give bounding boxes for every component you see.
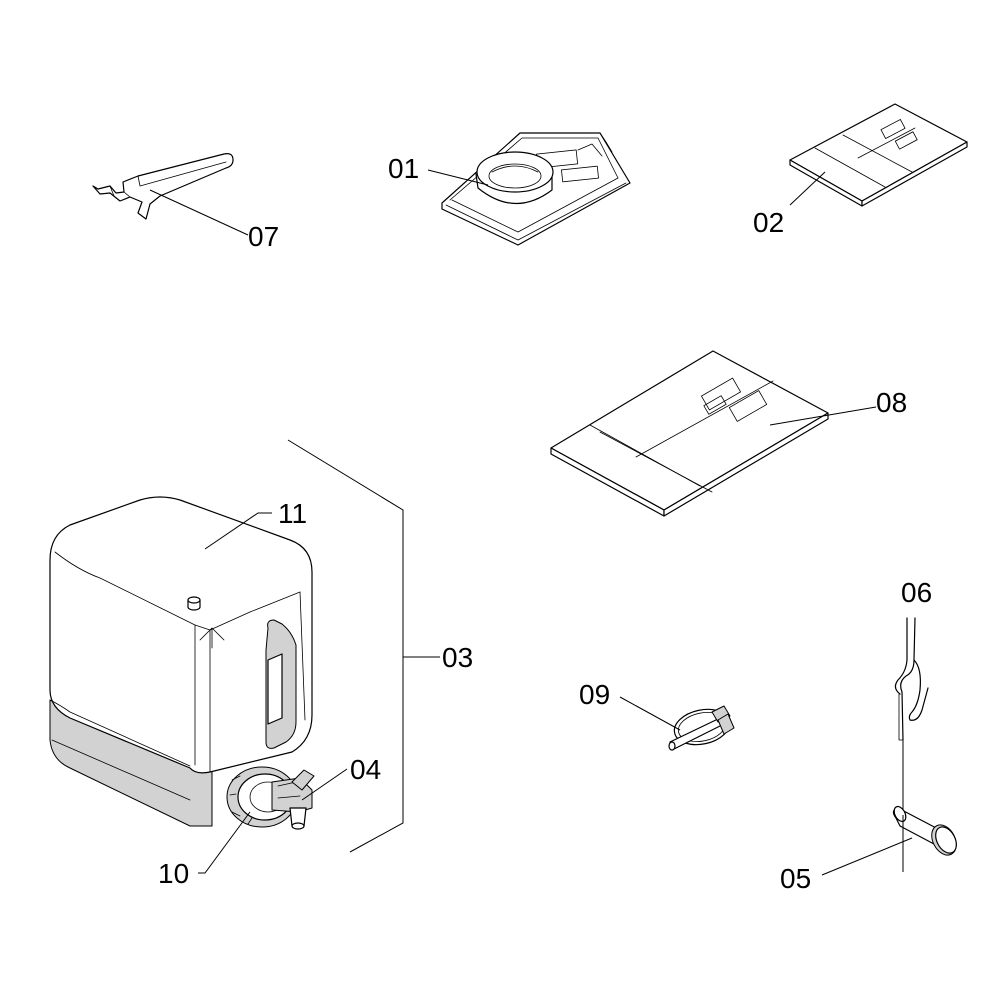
leader-04 <box>301 768 348 801</box>
container-assembly-bracket <box>287 439 404 853</box>
leader-07 <box>149 189 249 236</box>
callout-10: 10 <box>158 858 189 889</box>
instruction-card-icon <box>789 103 968 207</box>
callout-09: 09 <box>579 679 610 710</box>
lynch-pin-icon <box>668 705 735 751</box>
leader-10 <box>198 811 251 874</box>
leader-02 <box>789 171 826 206</box>
leader-05 <box>821 837 913 876</box>
callout-02: 02 <box>753 207 784 238</box>
spanner-wrench-icon <box>92 153 234 220</box>
callout-04: 04 <box>350 754 381 785</box>
leader-08 <box>769 406 877 426</box>
callout-07: 07 <box>248 221 279 252</box>
leader-11 <box>204 512 272 550</box>
callout-03: 03 <box>442 642 473 673</box>
leader-09 <box>619 696 681 731</box>
callout-01: 01 <box>388 153 419 184</box>
tap-valve-icon <box>271 769 315 830</box>
callout-06: 06 <box>901 577 932 608</box>
leader-01 <box>427 169 489 186</box>
callout-11: 11 <box>278 498 307 529</box>
callout-08: 08 <box>876 387 907 418</box>
manual-booklet-icon <box>550 350 829 517</box>
pin-icon <box>892 805 957 856</box>
canister-icon <box>49 496 313 827</box>
callout-05: 05 <box>780 863 811 894</box>
funnel-filter-plate-icon <box>441 132 631 246</box>
spring-clip-icon <box>894 617 929 741</box>
